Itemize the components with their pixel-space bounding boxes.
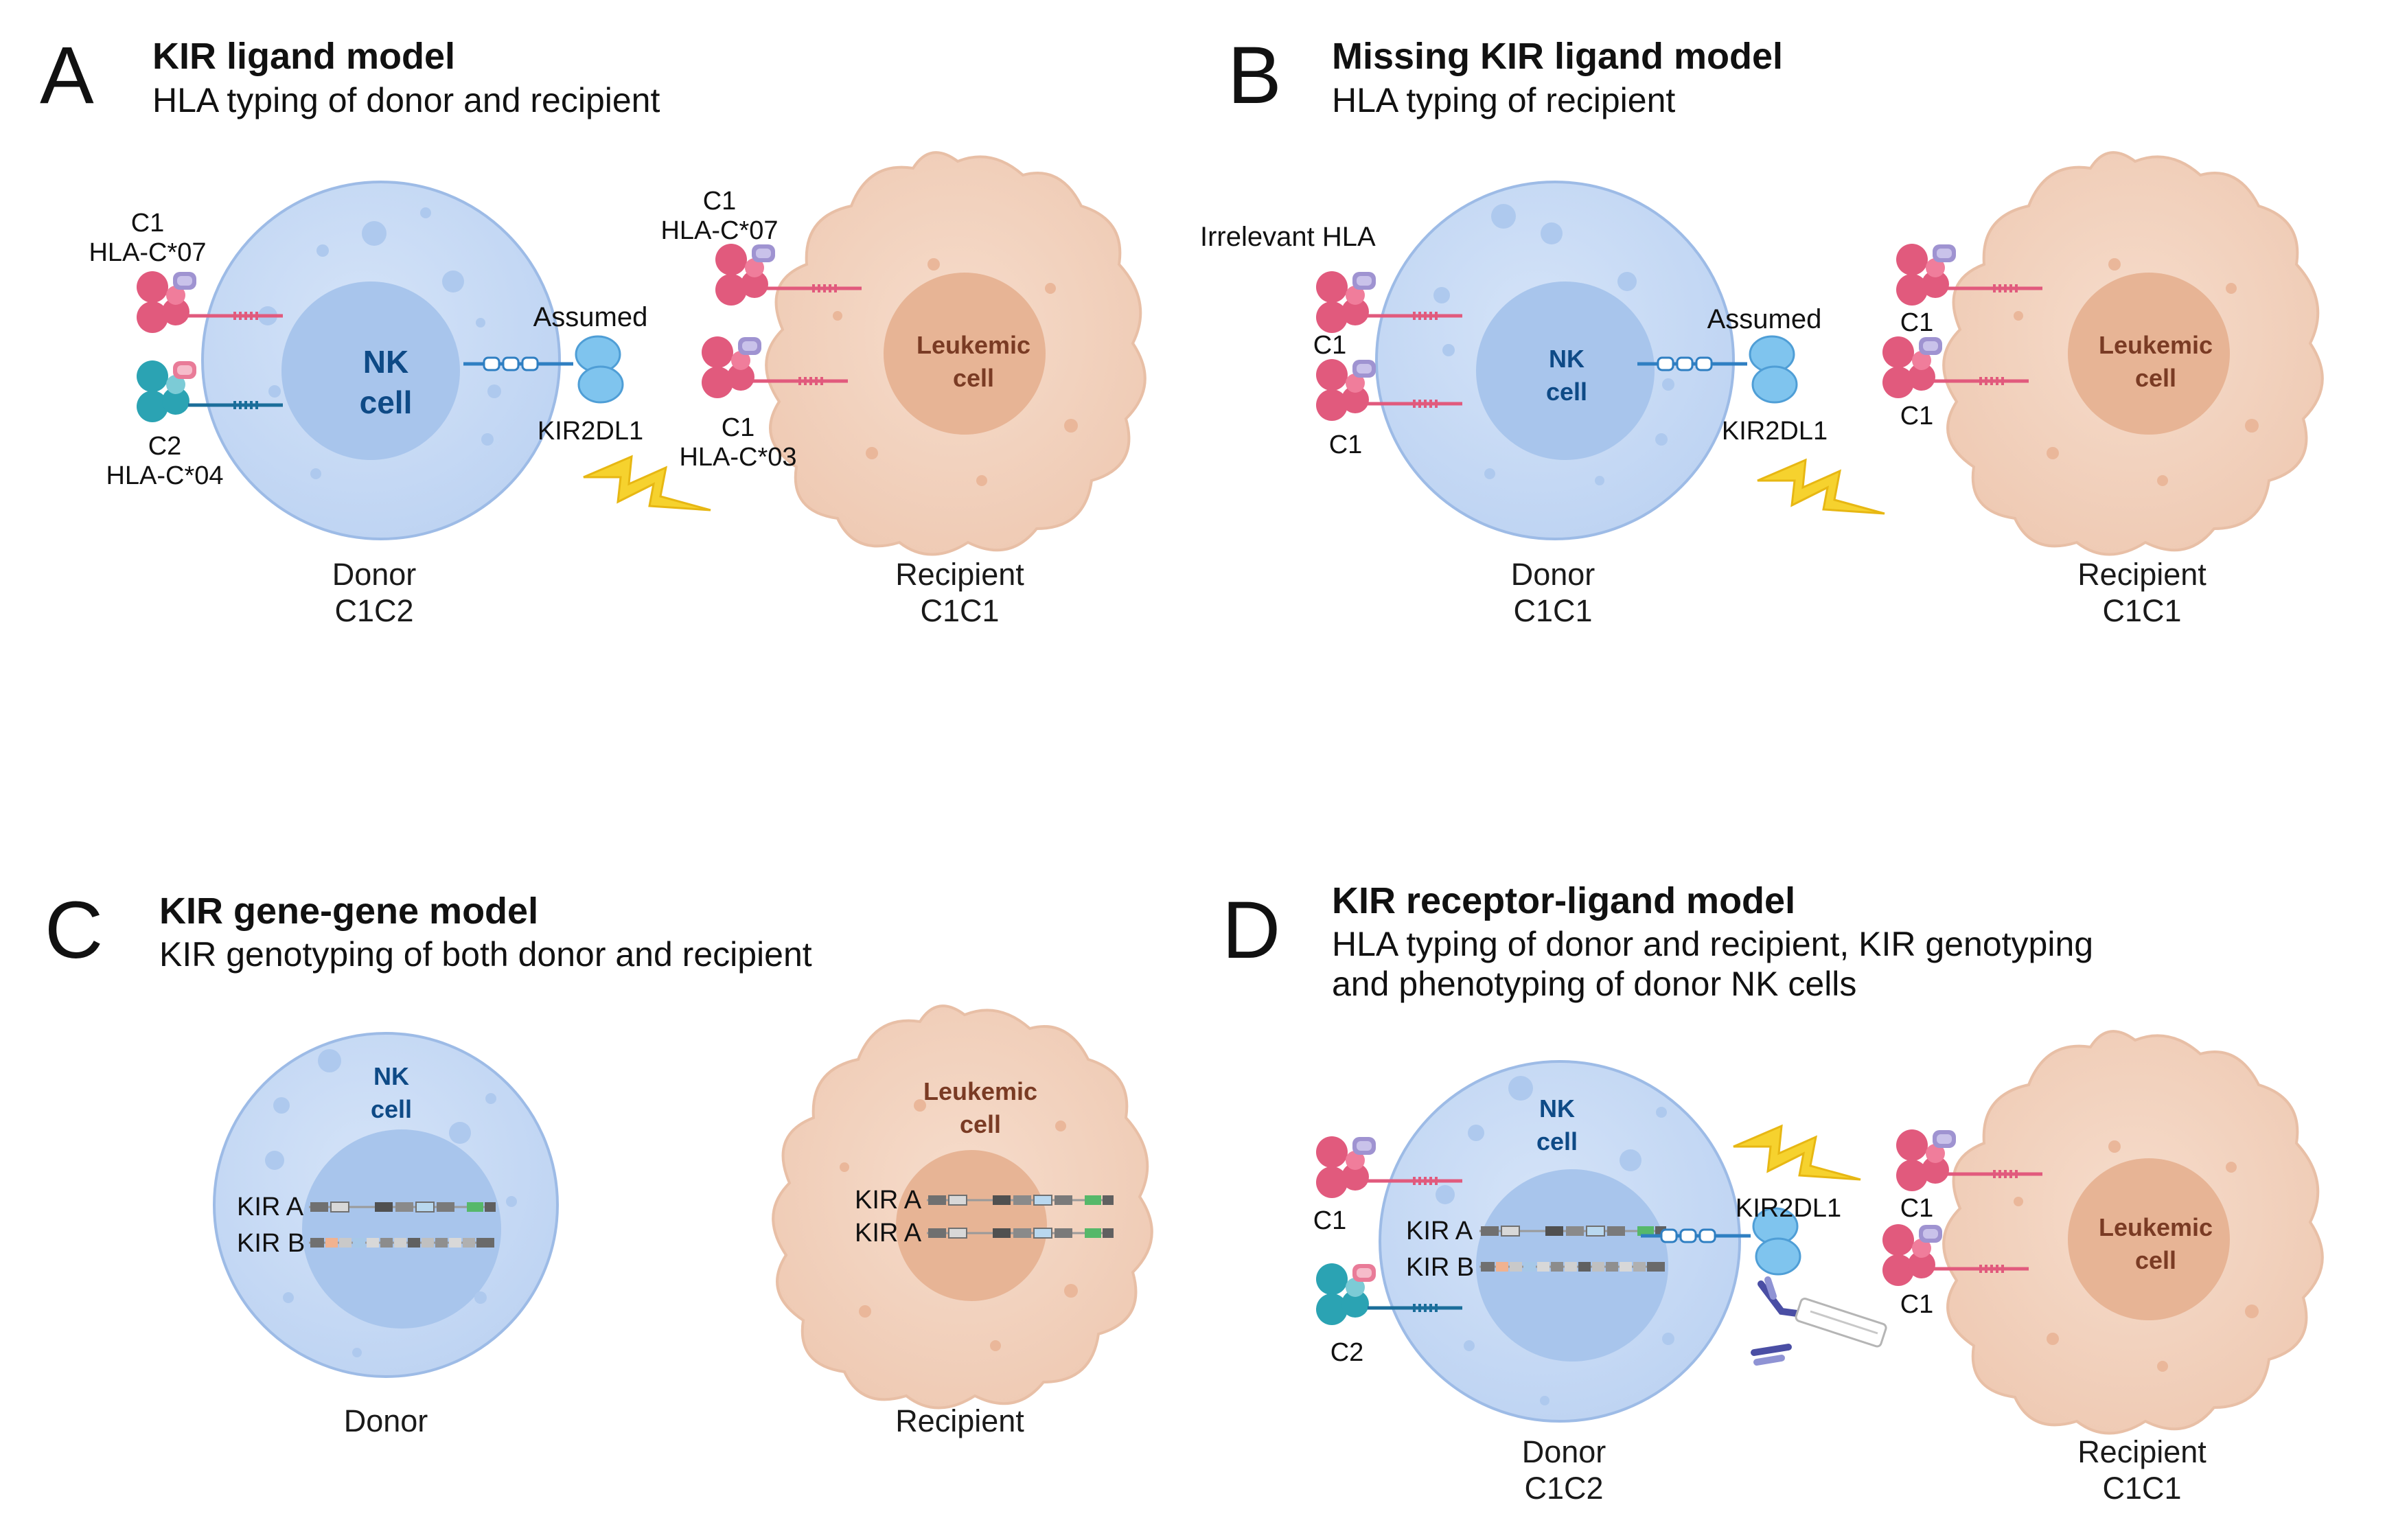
panel-b-kir-label: KIR2DL1 bbox=[1722, 417, 1828, 446]
panel-a-subtitle: HLA typing of donor and recipient bbox=[152, 81, 660, 119]
lightning-icon bbox=[1732, 1125, 1862, 1181]
panel-a: A KIR ligand model HLA typing of donor a… bbox=[40, 30, 1147, 628]
panel-a-recip-c1-bottom-line2: HLA-C*03 bbox=[679, 443, 796, 472]
panel-d-donor-gene-2: KIR B bbox=[1406, 1253, 1474, 1282]
panel-b-recip-c1-top: C1 bbox=[1900, 308, 1934, 337]
panel-b-recipient-caption-1: Recipient bbox=[2077, 557, 2207, 592]
panel-c-leukemic-label-1: Leukemic bbox=[923, 1077, 1037, 1105]
panel-a-leukemic-label-2: cell bbox=[953, 364, 994, 392]
panel-a-recipient-caption-1: Recipient bbox=[895, 557, 1024, 592]
kir-gene-track bbox=[308, 1237, 496, 1249]
panel-c-recipient-caption: Recipient bbox=[895, 1403, 1024, 1438]
panel-a-recip-c1-top-line2: HLA-C*07 bbox=[660, 216, 778, 245]
kir-gene-track bbox=[925, 1194, 1115, 1206]
panel-a-kir-label: KIR2DL1 bbox=[538, 417, 643, 446]
panel-a-donor-c1-line1: C1 bbox=[131, 209, 165, 238]
panel-a-donor-c2-line2: HLA-C*04 bbox=[106, 461, 223, 490]
panel-d-title: KIR receptor-ligand model bbox=[1332, 880, 1795, 921]
panel-c-leukemic-label-2: cell bbox=[960, 1110, 1001, 1138]
panel-a-recipient-caption-2: C1C1 bbox=[920, 593, 999, 628]
recipient-leukemic-cell bbox=[1942, 1030, 2324, 1435]
panel-a-letter: A bbox=[40, 30, 94, 121]
kir-gene-track bbox=[925, 1227, 1115, 1239]
panel-b-irrelevant-hla: Irrelevant HLA bbox=[1200, 222, 1376, 252]
panel-b-title: Missing KIR ligand model bbox=[1332, 36, 1783, 77]
panel-a-assumed: Assumed bbox=[533, 302, 648, 332]
panel-a-nk-label-2: cell bbox=[360, 384, 413, 420]
panel-a-donor-c1-line2: HLA-C*07 bbox=[89, 238, 206, 267]
panel-c-donor-gene-1: KIR A bbox=[237, 1193, 304, 1221]
panel-d-donor-gene-1: KIR A bbox=[1406, 1217, 1473, 1245]
panel-a-leukemic-label-1: Leukemic bbox=[917, 331, 1030, 359]
panel-c-subtitle: KIR genotyping of both donor and recipie… bbox=[159, 935, 812, 974]
panel-c-recip-gene-2: KIR A bbox=[855, 1219, 922, 1248]
panel-c-title: KIR gene-gene model bbox=[159, 890, 538, 932]
panel-c-letter: C bbox=[45, 885, 103, 976]
panel-d-subtitle-1: HLA typing of donor and recipient, KIR g… bbox=[1332, 925, 2093, 963]
panel-b-letter: B bbox=[1228, 30, 1282, 121]
panel-d: D KIR receptor-ligand model HLA typing o… bbox=[1222, 880, 2324, 1506]
panel-b-assumed: Assumed bbox=[1707, 304, 1822, 334]
panel-d-kir-label: KIR2DL1 bbox=[1736, 1194, 1841, 1223]
panel-d-recip-c1-bottom: C1 bbox=[1900, 1290, 1934, 1319]
panel-b-donor-caption-2: C1C1 bbox=[1513, 593, 1592, 628]
panel-b: B Missing KIR ligand model HLA typing of… bbox=[1200, 30, 2324, 628]
panel-d-leukemic-label-2: cell bbox=[2135, 1246, 2176, 1274]
panel-a-title: KIR ligand model bbox=[152, 36, 455, 77]
panel-b-subtitle: HLA typing of recipient bbox=[1332, 81, 1675, 119]
lightning-icon bbox=[1756, 459, 1886, 515]
panel-b-nk-label-2: cell bbox=[1546, 378, 1587, 406]
kir-gene-track bbox=[1478, 1261, 1666, 1273]
recipient-leukemic-cell bbox=[772, 1004, 1153, 1410]
panel-a-recip-c1-top-line1: C1 bbox=[703, 187, 737, 216]
panel-d-donor-caption-2: C1C2 bbox=[1524, 1471, 1603, 1506]
panel-b-leukemic-label-2: cell bbox=[2135, 364, 2176, 392]
panel-b-donor-c1-bottom: C1 bbox=[1329, 430, 1363, 459]
panel-d-leukemic-label-1: Leukemic bbox=[2099, 1213, 2213, 1241]
panel-a-donor-caption-1: Donor bbox=[332, 557, 417, 592]
panel-c-nk-label-2: cell bbox=[371, 1095, 412, 1123]
panel-d-recipient-caption-2: C1C1 bbox=[2102, 1471, 2181, 1506]
kir-gene-track bbox=[1478, 1225, 1668, 1237]
panel-a-nk-label-1: NK bbox=[363, 344, 408, 380]
panel-b-donor-caption-1: Donor bbox=[1511, 557, 1595, 592]
panel-a-recip-c1-bottom-line1: C1 bbox=[722, 413, 755, 442]
panel-c-nk-label-1: NK bbox=[373, 1062, 409, 1090]
panel-d-donor-caption-1: Donor bbox=[1522, 1434, 1606, 1469]
panel-b-leukemic-label-1: Leukemic bbox=[2099, 331, 2213, 359]
panel-d-recipient-caption-1: Recipient bbox=[2077, 1434, 2207, 1469]
donor-nk-cell bbox=[1375, 181, 1735, 540]
panel-b-donor-c1-top: C1 bbox=[1313, 331, 1347, 360]
panel-d-recip-c1-top: C1 bbox=[1900, 1194, 1934, 1223]
antibody-icon bbox=[1754, 1280, 1887, 1362]
recipient-leukemic-cell bbox=[765, 151, 1147, 556]
panel-d-nk-label-2: cell bbox=[1536, 1127, 1578, 1156]
panel-c-donor-caption: Donor bbox=[344, 1403, 428, 1438]
panel-c-recip-gene-1: KIR A bbox=[855, 1186, 922, 1215]
panel-c-donor-gene-2: KIR B bbox=[237, 1229, 305, 1258]
donor-nk-cell bbox=[201, 181, 561, 540]
recipient-leukemic-cell bbox=[1942, 151, 2324, 556]
panel-d-nk-label-1: NK bbox=[1539, 1094, 1575, 1123]
panel-a-donor-c2-line1: C2 bbox=[148, 432, 182, 461]
panel-b-nk-label-1: NK bbox=[1549, 345, 1585, 373]
panel-b-recip-c1-bottom: C1 bbox=[1900, 402, 1934, 430]
kir-gene-track bbox=[308, 1201, 497, 1213]
panel-d-donor-c1: C1 bbox=[1313, 1206, 1347, 1235]
panel-b-recipient-caption-2: C1C1 bbox=[2102, 593, 2181, 628]
panel-d-subtitle-2: and phenotyping of donor NK cells bbox=[1332, 965, 1856, 1003]
panel-d-letter: D bbox=[1222, 885, 1280, 976]
panel-a-donor-caption-2: C1C2 bbox=[334, 593, 413, 628]
panel-d-donor-c2: C2 bbox=[1330, 1338, 1364, 1367]
panel-c: C KIR gene-gene model KIR genotyping of … bbox=[45, 885, 1153, 1438]
